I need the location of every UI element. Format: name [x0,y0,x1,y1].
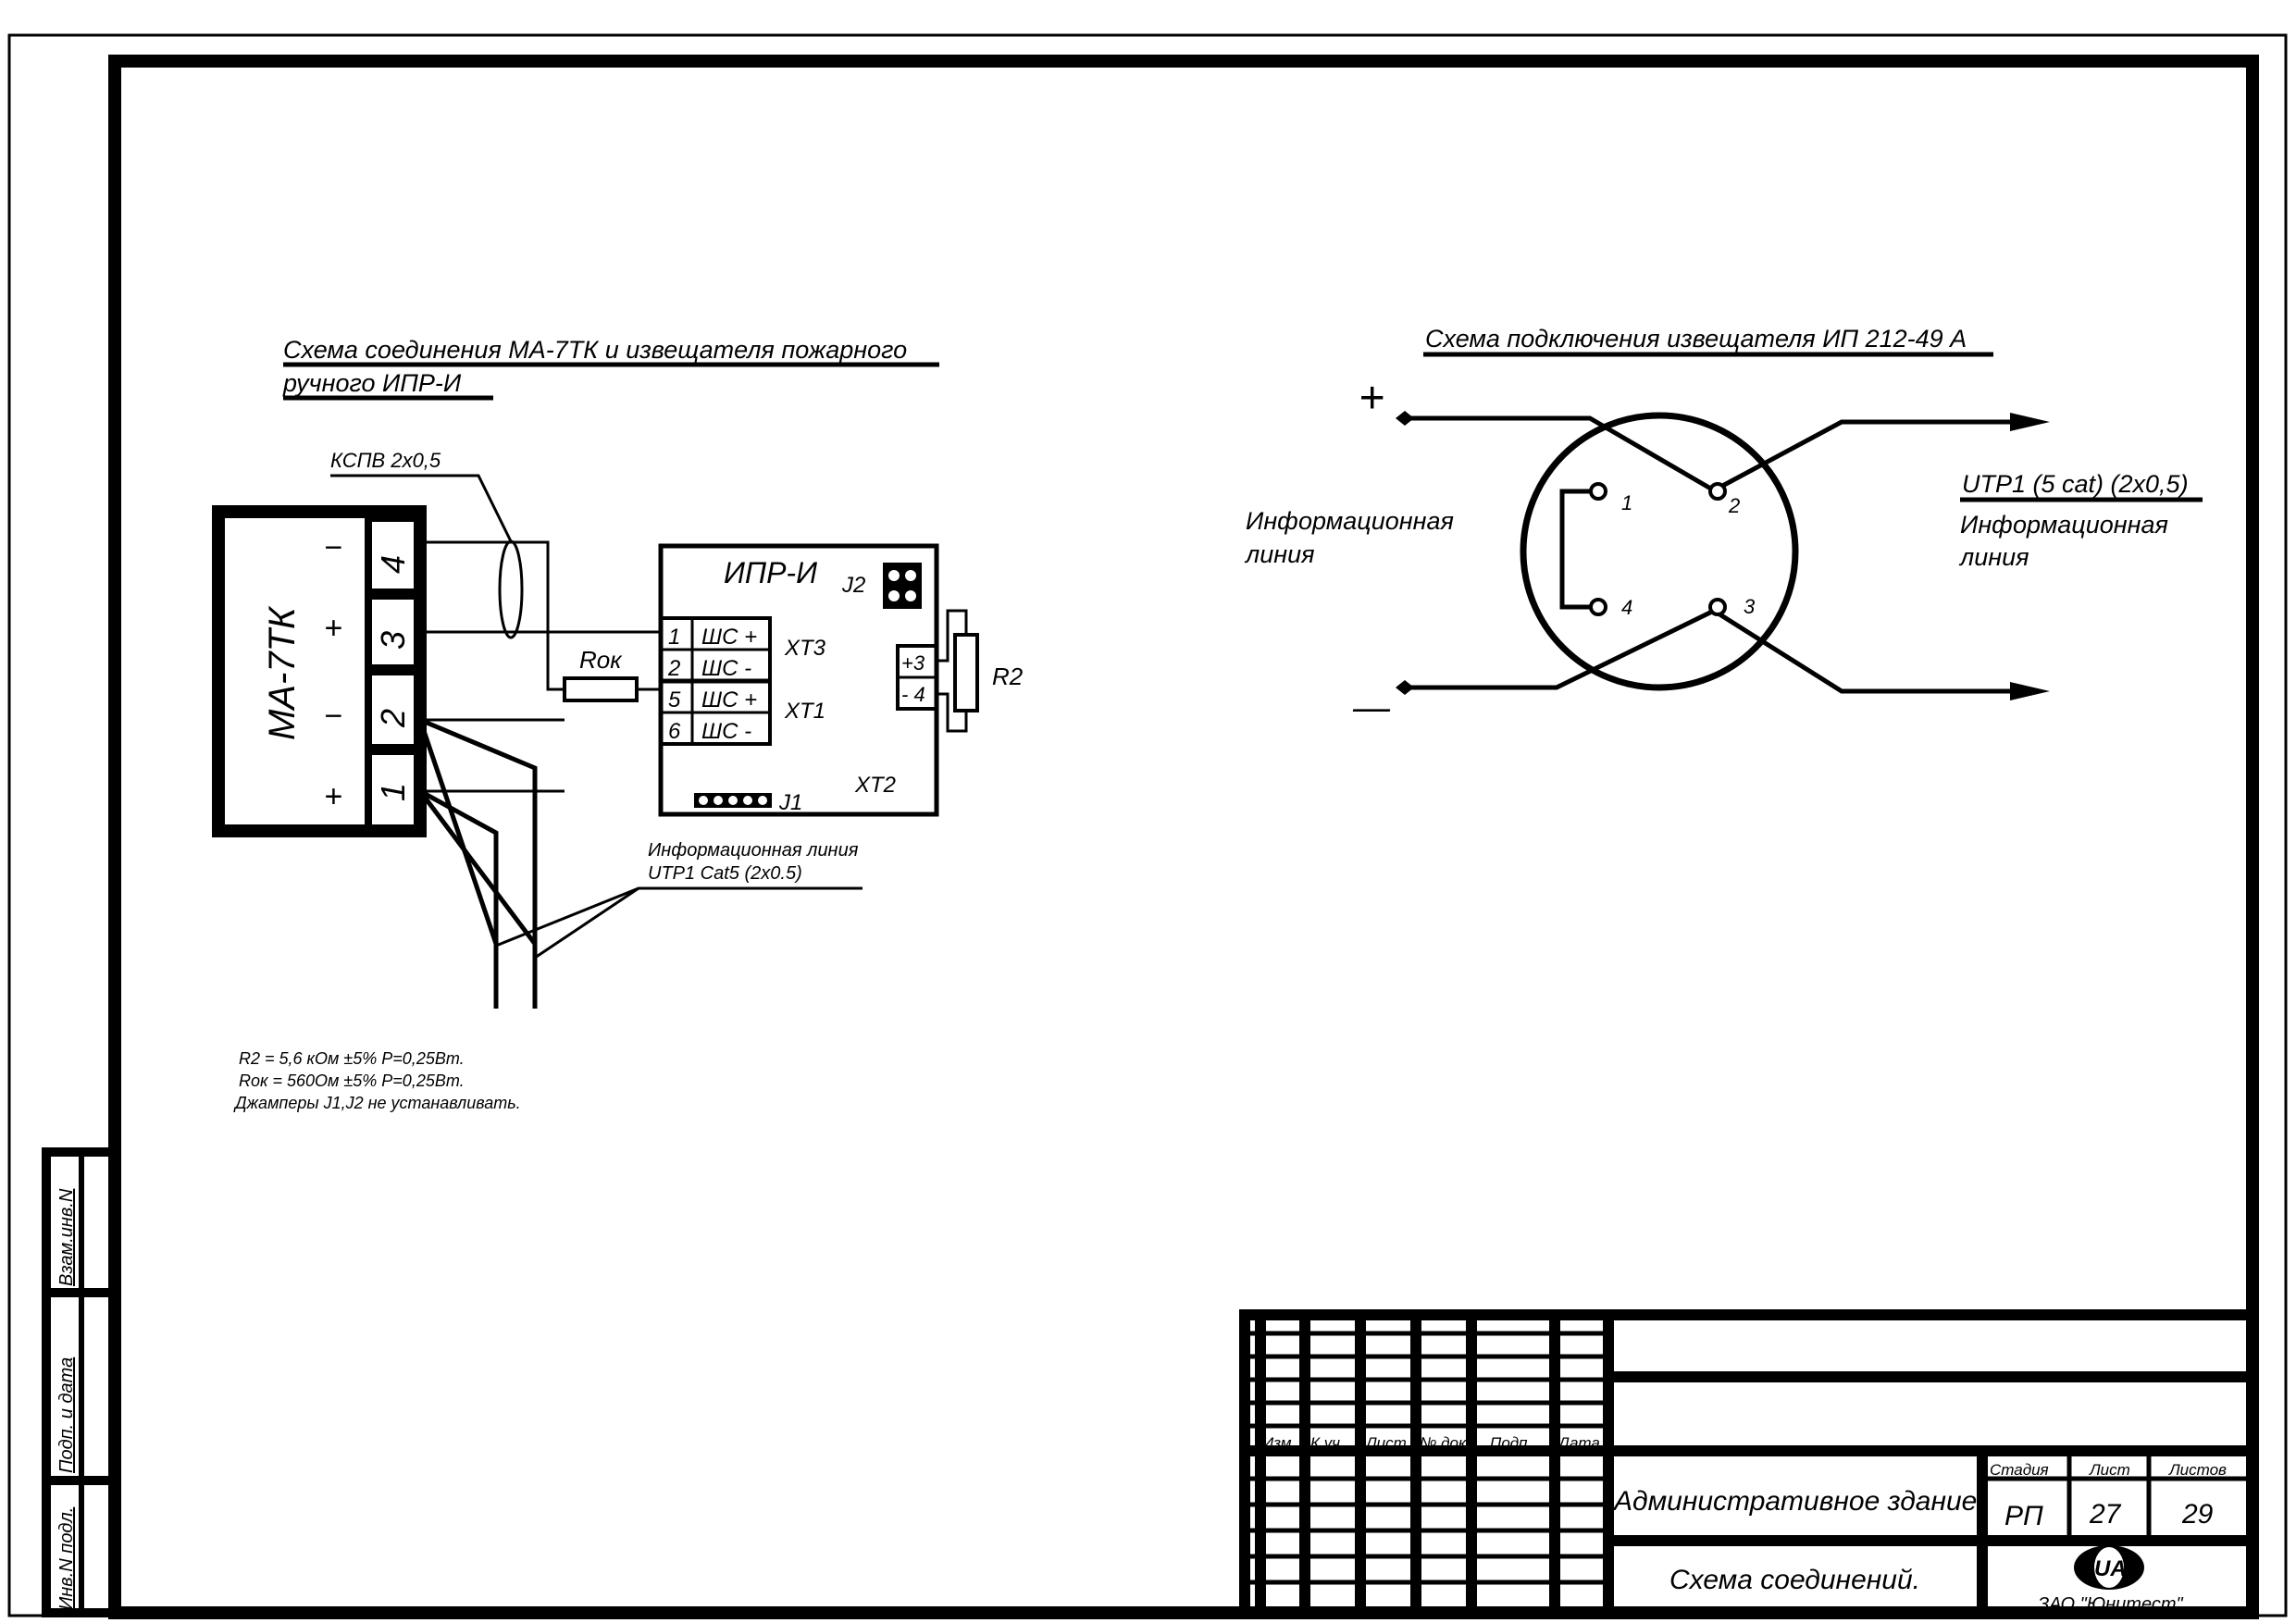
right-info-line-label-1: Информационная [1960,511,2168,539]
terminal-1-sign: + [324,779,342,814]
xt2-label: XT2 [854,773,896,798]
xt2-pin-4: - 4 [901,683,925,706]
terminal-4: 4 [374,555,412,574]
resistor-r2 [953,633,979,712]
resistor-rok-label: Rок [579,646,623,674]
plus-sign: + [1359,374,1384,423]
jumper-j1 [694,793,772,808]
left-strip: Взам.инв.N Подп. и дата Инв.N подл. [42,1147,119,1617]
detector-ip212-49a [1520,412,1799,691]
utp-cable-label: UTP1 (5 cat) (2х0,5) [1962,470,2189,498]
left-diagram-title-1: Схема соединения МА-7ТК и извещателя пож… [283,336,907,364]
sheets-value: 29 [2181,1499,2214,1530]
contact-4 [1589,598,1607,616]
object-name: Административное здание [1612,1486,1977,1517]
pin-row-6-num: 6 [668,719,681,744]
right-info-line-label-2: линия [1958,543,2029,571]
col-header-count: К.уч. [1310,1434,1345,1452]
terminal-2-sign: − [324,699,342,734]
title-block: Изм. К.уч. Лист № док. Подп. Дата Админи… [1239,1309,2258,1618]
jumper-j2-label: J2 [841,573,865,598]
terminal-3-sign: + [324,611,342,646]
contact-1 [1589,482,1607,501]
drawing-frame [108,55,2259,1619]
resistor-r2-label: R2 [992,663,1024,690]
logo-letters: UA [2094,1556,2127,1581]
pin-row-2-name: ШС - [701,656,751,681]
note-r2: R2 = 5,6 кОм ±5% P=0,25Вт. [239,1049,465,1068]
right-diagram-title: Схема подключения извещателя ИП 212-49 А [1425,325,1967,353]
xt2-terminal: +3 - 4 [896,644,938,711]
minus-sign: — [1352,688,1391,728]
xt3-label: XT3 [784,636,826,661]
col-header-doc: № док. [1420,1434,1471,1452]
col-header-date: Дата [1557,1434,1600,1452]
resistor-rok [563,676,639,702]
pin-row-2-num: 2 [667,656,680,681]
pin-table: 1 ШС + 2 ШС - 5 ШС + 6 ШС - [659,616,772,746]
strip-field-sign: Подп. и дата [56,1357,77,1473]
contact-4-label: 4 [1621,596,1632,619]
note-jumpers: Джамперы J1,J2 не устанавливать. [233,1094,521,1112]
sheet-value: 27 [2089,1499,2122,1530]
pin-row-5-num: 5 [668,688,681,712]
pin-row-1-name: ШС + [701,625,757,650]
terminal-2: 2 [374,709,412,728]
contact-1-label: 1 [1621,491,1632,514]
document-name: Схема соединений. [1669,1565,1920,1595]
contact-3-label: 3 [1744,595,1756,618]
jumper-j1-label: J1 [778,790,802,815]
terminal-4-sign: − [324,530,342,565]
contact-2-label: 2 [1728,494,1740,517]
left-diagram-title-2: ручного ИПР-И [282,369,462,397]
contact-2 [1708,482,1727,501]
company-name: ЗАО "Юнитест" [2038,1594,2184,1615]
info-line-label-1: Информационная линия [648,840,859,861]
strip-field-inventory: Инв.N подл. [56,1507,77,1610]
jumper-j2 [883,563,922,609]
left-diagram: Схема соединения МА-7ТК и извещателя пож… [212,336,1024,1112]
device-ipr-i-label: ИПР-И [724,556,817,589]
info-line-label-2: UTP1 Cat5 (2х0.5) [648,863,802,884]
note-rok: Rок = 560Ом ±5% P=0,25Вт. [239,1072,465,1090]
contact-3 [1708,598,1727,616]
sheets-header: Листов [2168,1461,2227,1479]
pin-row-1-num: 1 [668,625,680,650]
sheet-header: Лист [2089,1461,2130,1479]
stage-value: РП [2004,1501,2043,1531]
company-logo-icon: UA [2074,1545,2144,1590]
pin-row-6-name: ШС - [701,719,751,744]
stage-header: Стадия [1990,1461,2049,1479]
col-header-sheet: Лист [1365,1434,1407,1452]
module-ma7tk-label: МА-7ТК [262,605,303,740]
col-header-change: Изм. [1262,1434,1296,1452]
cable-label: КСПВ 2х0,5 [330,449,441,472]
left-info-line-label-2: линия [1244,540,1315,568]
pin-row-5-name: ШС + [701,688,757,712]
col-header-signature: Подп. [1490,1434,1532,1452]
cable-twist-mark [498,539,524,639]
terminal-1: 1 [374,783,412,801]
terminal-3: 3 [374,631,412,650]
right-diagram: Схема подключения извещателя ИП 212-49 А… [1244,325,2203,728]
left-info-line-label-1: Информационная [1246,507,1454,535]
xt2-pin-3: +3 [901,651,925,675]
xt1-label: XT1 [784,699,825,724]
strip-field-replace: Взам.инв.N [56,1188,77,1286]
